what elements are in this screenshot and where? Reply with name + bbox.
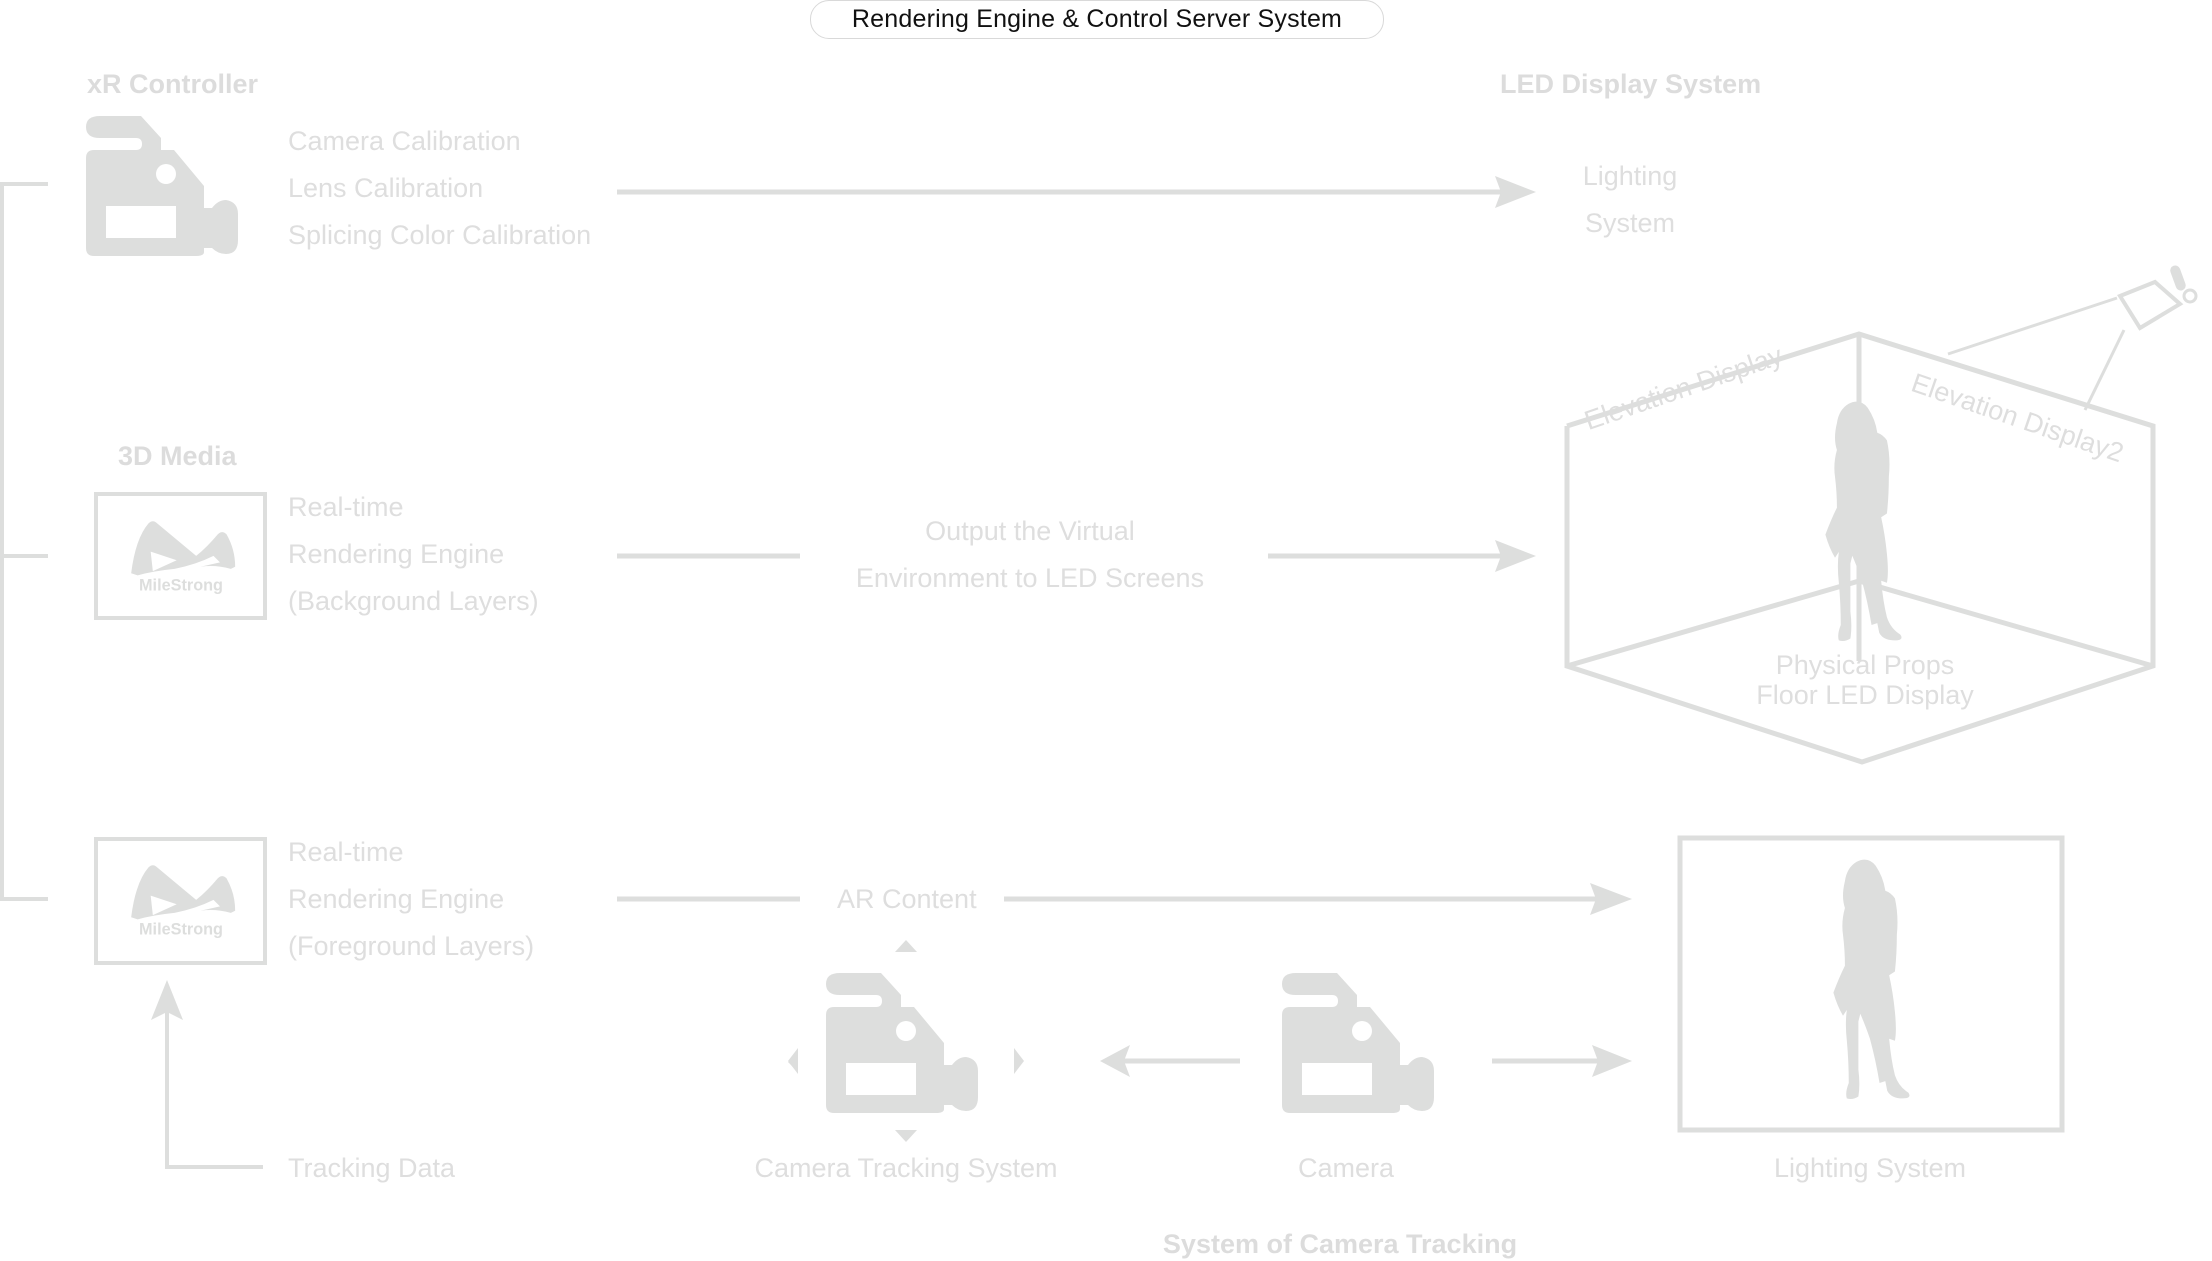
diagram-title: Rendering Engine & Control Server System xyxy=(810,0,1384,39)
xr-item: Lens Calibration xyxy=(288,173,484,203)
arrow-to-led-screens xyxy=(617,540,1536,572)
output-virtual-label: Output the Virtual Environment to LED Sc… xyxy=(830,508,1230,602)
xr-item: Camera Calibration xyxy=(288,126,521,156)
camera-label: Camera xyxy=(1297,1153,1395,1183)
arrow-tracking-data xyxy=(151,980,263,1169)
output-line: Environment to LED Screens xyxy=(855,563,1205,593)
xr-controller-header: xR Controller xyxy=(87,69,259,99)
floor-line: Floor LED Display xyxy=(1756,680,1974,710)
engine-line: Rendering Engine xyxy=(288,884,505,914)
arrow-camera-to-lighting xyxy=(1492,1045,1632,1077)
camera-tracking-footer-header: System of Camera Tracking xyxy=(1162,1229,1518,1259)
person-silhouette-icon-2 xyxy=(1833,859,1910,1100)
camera-tracking-system-icon xyxy=(826,973,978,1113)
output-line: Output the Virtual xyxy=(925,516,1135,546)
lighting-line: Lighting xyxy=(1582,161,1678,191)
lighting-system-bottom-label: Lighting System xyxy=(1773,1153,1967,1183)
lighting-system-label: Lighting System xyxy=(1560,153,1700,247)
milestrong-logo-icon-2 xyxy=(131,865,236,939)
ar-content-label: AR Content xyxy=(837,884,977,914)
xr-camera-icon xyxy=(86,116,238,256)
background-engine-logo-box xyxy=(94,492,267,620)
lighting-line: System xyxy=(1584,208,1676,238)
3d-media-header: 3D Media xyxy=(118,441,237,471)
xr-item: Splicing Color Calibration xyxy=(288,220,592,250)
engine-line: Real-time xyxy=(288,492,404,522)
engine-line: (Background Layers) xyxy=(288,586,539,616)
foreground-engine-label: Real-time Rendering Engine (Foreground L… xyxy=(288,829,534,970)
floor-display-label: Physical Props Floor LED Display xyxy=(1720,650,2010,710)
led-cube xyxy=(1564,331,2156,765)
direction-triangles xyxy=(788,940,1024,1142)
arrow-ar-content xyxy=(617,883,1632,915)
arrow-camera-to-tracking xyxy=(1100,1045,1240,1077)
engine-line: Rendering Engine xyxy=(288,539,505,569)
milestrong-logo-icon xyxy=(131,521,236,595)
engine-line: (Foreground Layers) xyxy=(288,931,535,961)
engine-line: Real-time xyxy=(288,837,404,867)
spotlight-icon xyxy=(1947,265,2198,411)
lighting-system-frame xyxy=(1677,835,2065,1133)
camera-tracking-system-label: Camera Tracking System xyxy=(754,1153,1058,1183)
background-engine-label: Real-time Rendering Engine (Background L… xyxy=(288,484,539,625)
tracking-data-label: Tracking Data xyxy=(288,1153,456,1183)
foreground-engine-logo-box xyxy=(94,837,267,965)
led-display-system-header: LED Display System xyxy=(1500,69,1762,99)
xr-controller-items: Camera Calibration Lens Calibration Spli… xyxy=(288,118,591,259)
person-silhouette-icon xyxy=(1825,401,1902,642)
camera-icon xyxy=(1282,973,1434,1113)
left-bracket xyxy=(0,182,48,901)
arrow-to-lighting xyxy=(617,176,1536,208)
floor-line: Physical Props xyxy=(1775,650,1955,680)
